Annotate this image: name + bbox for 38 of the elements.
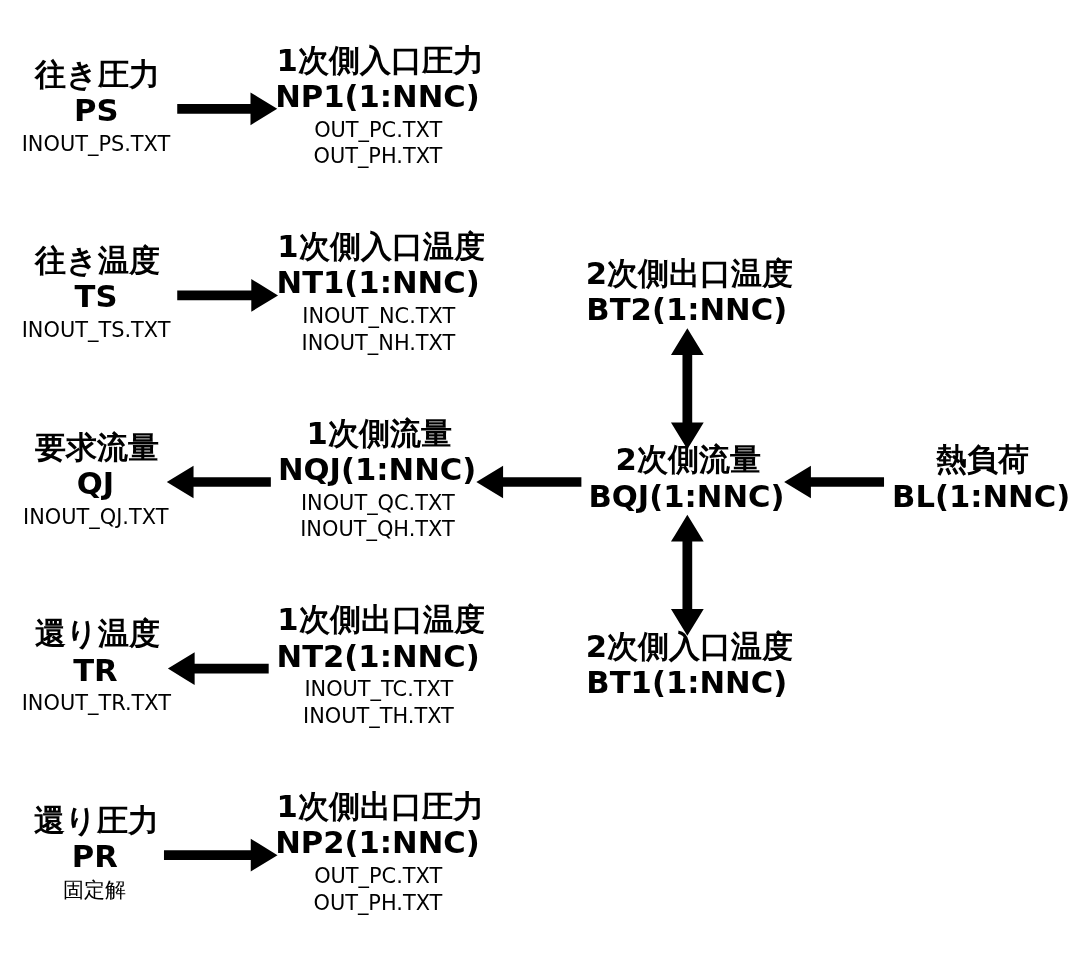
node-label: INOUT_TC.TXT — [304, 676, 454, 701]
node-text: 往き圧力 PS — [34, 56, 160, 128]
node-text: 2次側出口温度 BT2(1:NNC) — [585, 255, 793, 327]
node-label: INOUT_QJ.TXT — [23, 504, 169, 529]
arrow — [670, 327, 704, 449]
arrow — [476, 465, 582, 498]
node-label: INOUT_TH.TXT — [303, 703, 454, 728]
node-label: INOUT_NH.TXT — [301, 330, 456, 355]
node-text: 1次側入口温度 NT1(1:NNC) — [276, 228, 485, 300]
node-text: 要求流量 QJ — [34, 429, 159, 501]
node-label: INOUT_QH.TXT — [300, 516, 455, 541]
node-label: INOUT_QC.TXT — [300, 490, 455, 515]
node-label: INOUT_PS.TXT — [21, 131, 171, 156]
node-text: 還り温度 TR — [34, 615, 160, 688]
node-label: INOUT_TR.TXT — [21, 690, 171, 715]
node-label: OUT_PH.TXT — [313, 143, 443, 168]
node-text: 熱負荷 BL(1:NNC) — [892, 441, 1071, 514]
node-label: OUT_PC.TXT — [314, 863, 443, 888]
node-text: 還り圧力 PR — [34, 802, 160, 874]
node-text: 1次側入口圧力 NP1(1:NNC) — [275, 42, 484, 114]
arrow — [167, 651, 269, 685]
arrow — [177, 278, 279, 312]
node-text: 2次側流量 BQJ(1:NNC) — [588, 441, 785, 514]
node-text: 1次側出口温度 NT2(1:NNC) — [276, 601, 485, 674]
node-text: 往き温度 TS — [34, 242, 160, 314]
node-text: 1次側流量 NQJ(1:NNC) — [277, 415, 477, 487]
arrow — [177, 91, 278, 125]
node-text: 2次側入口温度 BT1(1:NNC) — [585, 628, 793, 700]
node-label: 固定解 — [63, 877, 127, 902]
node-label: OUT_PC.TXT — [314, 117, 443, 142]
arrow — [784, 465, 885, 498]
arrow — [164, 838, 278, 872]
node-label: INOUT_TS.TXT — [21, 317, 171, 342]
node-text: 1次側出口圧力 NP2(1:NNC) — [275, 788, 484, 860]
node-label: INOUT_NC.TXT — [302, 303, 456, 328]
arrow — [670, 514, 704, 636]
node-label: OUT_PH.TXT — [313, 890, 443, 914]
arrow — [166, 465, 271, 498]
